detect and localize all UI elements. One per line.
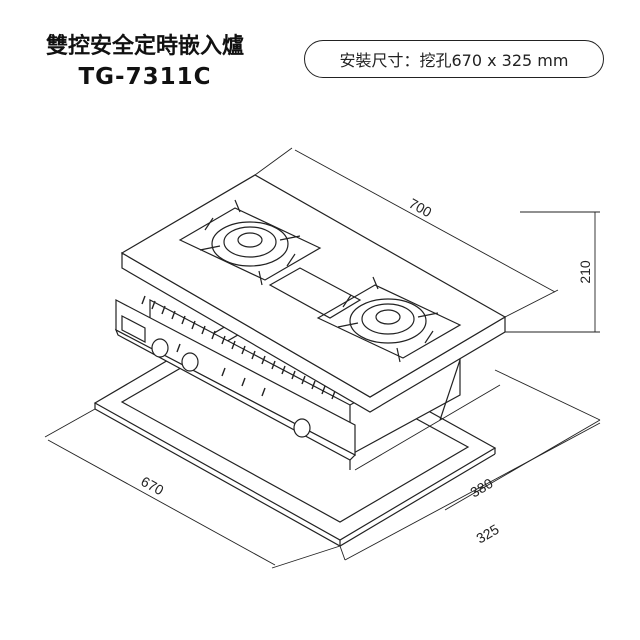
model-number: TG-7311C <box>78 64 212 90</box>
left-knob-icon <box>151 338 169 358</box>
dim-210-label: 210 <box>577 260 593 284</box>
dim-325-label: 325 <box>473 521 501 547</box>
install-size-badge: 安裝尺寸：挖孔670 x 325 mm <box>304 40 604 78</box>
dim-380-label: 380 <box>467 475 495 501</box>
dim-670-label: 670 <box>138 473 166 498</box>
dimension-lines <box>44 147 601 569</box>
product-title: 雙控安全定時嵌入爐 <box>45 34 244 59</box>
timer-knob-icon <box>181 352 199 372</box>
right-knob-icon <box>293 418 311 438</box>
burner-right <box>316 276 462 363</box>
burner-left <box>178 199 322 286</box>
vent-slots <box>141 295 336 400</box>
dim-700-label: 700 <box>406 195 434 220</box>
knobs <box>151 338 311 438</box>
